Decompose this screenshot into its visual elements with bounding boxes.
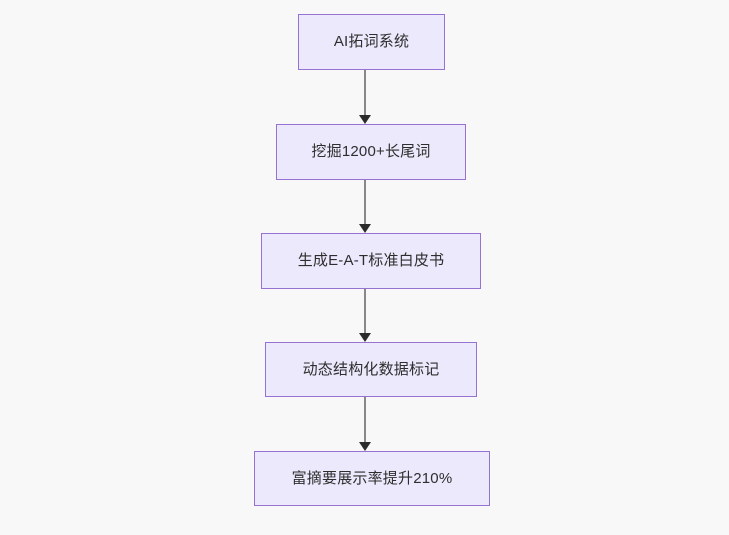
flow-edge-line	[364, 289, 366, 334]
flow-edge-arrow	[357, 397, 373, 451]
flow-node-dynamic-structured-data-markup[interactable]: 动态结构化数据标记	[265, 342, 477, 397]
flow-node-ai-keyword-system[interactable]: AI拓词系统	[298, 14, 445, 70]
flow-edge-arrow	[357, 289, 373, 342]
arrow-head-icon	[359, 442, 371, 451]
flow-node-mine-longtail-keywords[interactable]: 挖掘1200+长尾词	[276, 124, 466, 180]
flow-edge-line	[364, 180, 366, 225]
flow-node-generate-eat-whitepaper[interactable]: 生成E-A-T标准白皮书	[261, 233, 481, 289]
flow-edge-line	[364, 397, 366, 443]
flow-node-rich-snippet-impression-uplift[interactable]: 富摘要展示率提升210%	[254, 451, 490, 506]
flow-edge-line	[364, 70, 366, 116]
flow-edge-arrow	[357, 180, 373, 233]
flow-node-label: 富摘要展示率提升210%	[291, 469, 453, 487]
arrow-head-icon	[359, 333, 371, 342]
arrow-head-icon	[359, 224, 371, 233]
flow-node-label: AI拓词系统	[333, 33, 410, 50]
arrow-head-icon	[359, 115, 371, 124]
flow-node-label: 生成E-A-T标准白皮书	[297, 252, 445, 269]
flow-node-label: 动态结构化数据标记	[302, 360, 440, 378]
flow-node-label: 挖掘1200+长尾词	[311, 143, 431, 160]
flow-edge-arrow	[357, 70, 373, 124]
